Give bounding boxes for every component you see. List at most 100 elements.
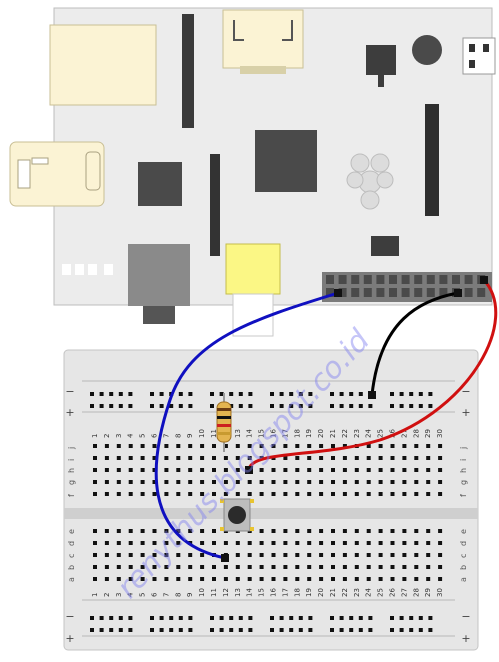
breadboard-hole xyxy=(164,541,169,545)
wire-end xyxy=(334,289,342,297)
micro-usb-port xyxy=(462,37,496,75)
breadboard-hole xyxy=(366,468,371,472)
column-label: 22 xyxy=(341,429,349,438)
breadboard-hole xyxy=(200,541,205,545)
breadboard-hole xyxy=(223,577,228,581)
gpio-pin xyxy=(351,275,360,284)
rail-sign: + xyxy=(65,632,74,645)
rail-hole xyxy=(289,392,294,396)
jumper-wires xyxy=(154,276,498,562)
rail-hole xyxy=(178,392,183,396)
row-label: j xyxy=(67,447,76,450)
breadboard-hole xyxy=(200,444,205,448)
breadboard-hole xyxy=(307,492,312,496)
breadboard-hole xyxy=(104,492,109,496)
rail-hole xyxy=(118,392,123,396)
rail-hole xyxy=(279,616,284,620)
breadboard-hole xyxy=(426,577,431,581)
breadboard-hole xyxy=(247,456,252,460)
rail-hole xyxy=(358,404,363,408)
row-label: d xyxy=(459,541,468,546)
rail-hole xyxy=(109,392,114,396)
column-label: 28 xyxy=(412,588,420,597)
breadboard-hole xyxy=(104,529,109,533)
rail-hole xyxy=(409,392,414,396)
breadboard-hole xyxy=(116,541,121,545)
red-wire xyxy=(247,278,498,472)
rail-hole xyxy=(368,404,373,408)
breadboard-hole xyxy=(319,456,324,460)
breadboard-hole xyxy=(235,468,240,472)
breadboard-hole xyxy=(259,492,264,496)
breadboard-hole xyxy=(128,577,133,581)
breadboard-hole xyxy=(140,577,145,581)
wire-end xyxy=(221,554,229,562)
rail-hole xyxy=(349,392,354,396)
breadboard-hole xyxy=(271,444,276,448)
breadboard-hole xyxy=(438,456,443,460)
rail-hole xyxy=(169,616,174,620)
breadboard-hole xyxy=(104,553,109,557)
breadboard-hole xyxy=(140,444,145,448)
breadboard-hole xyxy=(93,577,97,581)
breadboard-hole xyxy=(200,468,205,472)
column-label: 18 xyxy=(293,588,301,597)
breadboard-hole xyxy=(104,565,109,569)
column-label: 17 xyxy=(281,588,289,597)
breadboard-hole xyxy=(426,444,431,448)
processor-chip xyxy=(255,130,317,192)
rail-hole xyxy=(368,628,373,632)
breadboard-hole xyxy=(247,541,252,545)
breadboard-hole xyxy=(342,565,347,569)
gpio-pin xyxy=(376,288,385,297)
column-label: 20 xyxy=(317,588,325,597)
breadboard-hole xyxy=(390,480,395,484)
blue-wire xyxy=(154,291,340,560)
breadboard-hole xyxy=(378,444,383,448)
column-label: 9 xyxy=(186,434,194,438)
breadboard-hole xyxy=(402,553,407,557)
breadboard-hole xyxy=(164,456,169,460)
rail-hole xyxy=(219,392,224,396)
column-label: 23 xyxy=(353,429,361,438)
column-label: 7 xyxy=(162,434,170,438)
breadboard-hole xyxy=(140,529,145,533)
rail-hole xyxy=(169,628,174,632)
breadboard-hole xyxy=(176,565,181,569)
breadboard-hole xyxy=(378,468,383,472)
breadboard-hole xyxy=(259,468,264,472)
breadboard-hole xyxy=(378,577,383,581)
breadboard-hole xyxy=(307,565,312,569)
breadboard-hole xyxy=(176,541,181,545)
rail-hole xyxy=(229,628,234,632)
breadboard-hole xyxy=(354,553,359,557)
resistor-band xyxy=(217,416,231,419)
rail-hole xyxy=(178,404,183,408)
rail-hole xyxy=(358,628,363,632)
sd-card xyxy=(225,243,281,295)
breadboard-hole xyxy=(116,444,121,448)
breadboard-hole xyxy=(128,456,133,460)
breadboard-hole xyxy=(164,444,169,448)
button-cap xyxy=(228,506,246,524)
breadboard-hole xyxy=(247,577,252,581)
breadboard-hole xyxy=(188,529,193,533)
breadboard-hole xyxy=(295,529,300,533)
breadboard-hole xyxy=(140,480,145,484)
row-label: b xyxy=(67,565,76,570)
breadboard-hole xyxy=(331,468,335,472)
rail-hole xyxy=(210,616,214,620)
breadboard-hole xyxy=(378,541,383,545)
column-label: 1 xyxy=(91,434,99,438)
breadboard-hole xyxy=(438,565,443,569)
breadboard-hole xyxy=(402,541,407,545)
rail-hole xyxy=(109,616,114,620)
rail-hole xyxy=(298,392,303,396)
breadboard-hole xyxy=(223,492,228,496)
breadboard-hole xyxy=(331,444,335,448)
breadboard-hole xyxy=(152,553,157,557)
rail-hole xyxy=(159,628,164,632)
breadboard-hole xyxy=(128,492,133,496)
breadboard-hole xyxy=(402,468,407,472)
breadboard-hole xyxy=(331,553,335,557)
